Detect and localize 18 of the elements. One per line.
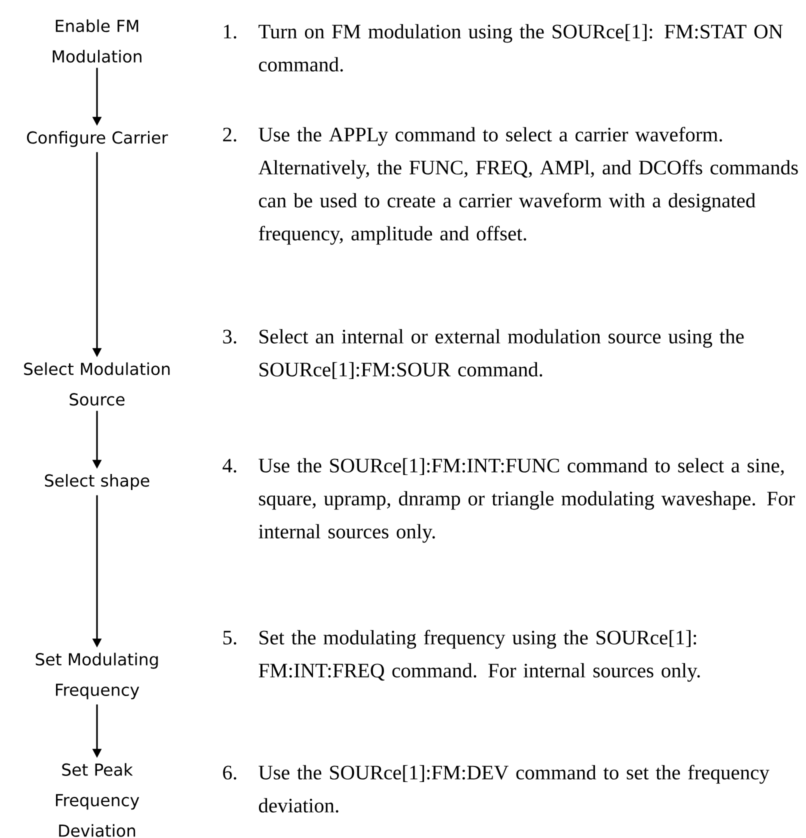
- step-description: Use the SOURce[1]:FM:DEV command to set the frequency deviation.: [258, 764, 770, 813]
- step-label: Select Modulation Source: [24, 362, 170, 406]
- step-number: 5.: [223, 630, 236, 645]
- step-description: Use the APPLy command to select a carrier waveform. Alternatively, the FUNC, FREQ, AMPl, and DCOffs commands can be used to create a carrier waveform with a designated frequency, amplitude and offset.: [258, 126, 798, 245]
- step-number: 1.: [224, 24, 236, 39]
- step-label: Set Modulating Frequency: [36, 652, 158, 700]
- step-description: Use the SOURce[1]:FM:INT:FUNC command to select a sine, square, upramp, dnramp or triangle modulating waveshape. For internal sources only.: [258, 458, 795, 543]
- step-description: Set the modulating frequency using the SOURce[1]: FM:INT:FREQ command. For internal sources only.: [258, 630, 700, 682]
- step-number: 2.: [223, 128, 236, 142]
- step-number: 3.: [223, 330, 236, 344]
- step-label: Set Peak Frequency Deviation: [56, 763, 140, 837]
- step-number: 4.: [222, 458, 236, 473]
- step-label: Select shape: [44, 474, 150, 490]
- step-description: Turn on FM modulation using the SOURce[1]: FM:STAT ON command.: [258, 24, 783, 72]
- step-description: Select an internal or external modulation source using the SOURce[1]:FM:SOUR command.: [260, 329, 744, 380]
- step-label: Enable FM Modulation: [52, 19, 142, 63]
- step-label: Configure Carrier: [26, 131, 168, 147]
- step-number: 6.: [223, 766, 236, 780]
